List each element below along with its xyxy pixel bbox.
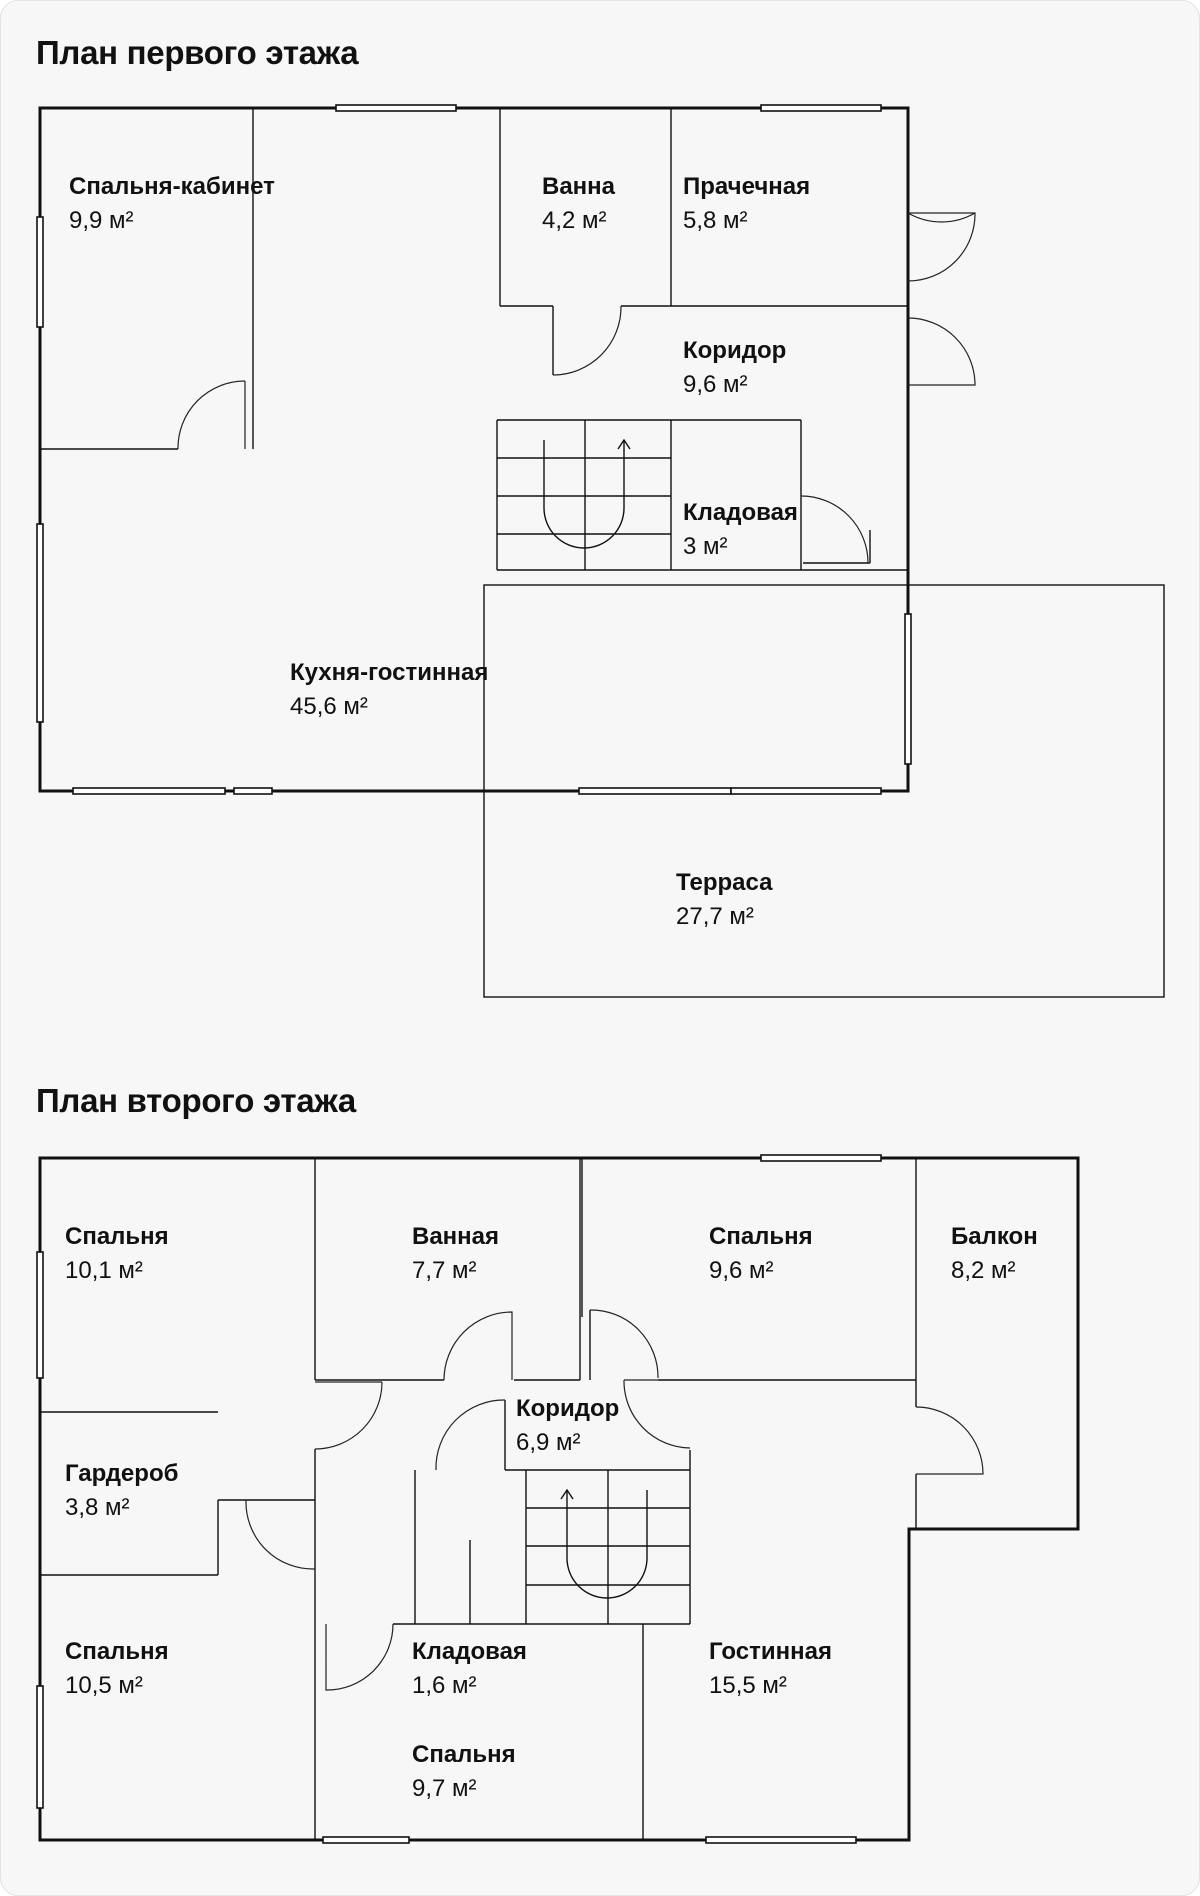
- floor2-interior-walls: [40, 1158, 917, 1840]
- room-area: 45,6 м²: [290, 693, 368, 720]
- room-name: Гостинная: [709, 1638, 832, 1665]
- room-area: 10,5 м²: [65, 1672, 143, 1699]
- room-name: Ванна: [542, 173, 616, 200]
- floor1-interior-walls: [40, 108, 908, 571]
- floor2-staircase: [525, 1470, 690, 1624]
- room-area: 9,7 м²: [412, 1775, 477, 1802]
- room-name: Терраса: [676, 869, 773, 896]
- room-name: Ванная: [412, 1223, 499, 1250]
- floor2-outer-walls: [38, 1156, 1080, 1842]
- room-name: Прачечная: [683, 173, 810, 200]
- room-name: Коридор: [683, 337, 786, 364]
- room-area: 10,1 м²: [65, 1257, 143, 1284]
- floor2-windows: [36, 1154, 882, 1844]
- room-area: 9,6 м²: [709, 1257, 774, 1284]
- floor1-title: План первого этажа: [36, 34, 359, 71]
- room-area: 1,6 м²: [412, 1672, 477, 1699]
- room-name: Коридор: [516, 1395, 619, 1422]
- room-area: 9,9 м²: [69, 207, 134, 234]
- floor1-plan: Спальня-кабинет 9,9 м² Ванна 4,2 м² Прач…: [36, 104, 1165, 998]
- room-area: 27,7 м²: [676, 903, 754, 930]
- room-name: Спальня-кабинет: [69, 173, 275, 200]
- room-name: Балкон: [951, 1223, 1038, 1250]
- room-area: 9,6 м²: [683, 371, 748, 398]
- room-name: Спальня: [65, 1223, 169, 1250]
- room-area: 3 м²: [683, 533, 728, 560]
- floor1-windows: [36, 104, 912, 795]
- room-name: Кухня-гостинная: [290, 659, 488, 686]
- floor1-doors: [177, 212, 976, 564]
- room-area: 5,8 м²: [683, 207, 748, 234]
- room-area: 15,5 м²: [709, 1672, 787, 1699]
- room-area: 7,7 м²: [412, 1257, 477, 1284]
- room-name: Кладовая: [683, 499, 798, 526]
- floor2-title: План второго этажа: [36, 1082, 356, 1119]
- room-area: 3,8 м²: [65, 1494, 130, 1521]
- room-name: Кладовая: [412, 1638, 527, 1665]
- room-name: Гардероб: [65, 1460, 178, 1487]
- room-name: Спальня: [412, 1741, 516, 1768]
- floor2-plan: Спальня 10,1 м² Ванная 7,7 м² Спальня 9,…: [36, 1154, 1080, 1844]
- floor2-doors: [245, 1309, 984, 1691]
- room-area: 6,9 м²: [516, 1429, 581, 1456]
- floor1-staircase: [497, 420, 672, 570]
- room-area: 8,2 м²: [951, 1257, 1016, 1284]
- room-name: Спальня: [709, 1223, 813, 1250]
- room-area: 4,2 м²: [542, 207, 607, 234]
- room-name: Спальня: [65, 1638, 169, 1665]
